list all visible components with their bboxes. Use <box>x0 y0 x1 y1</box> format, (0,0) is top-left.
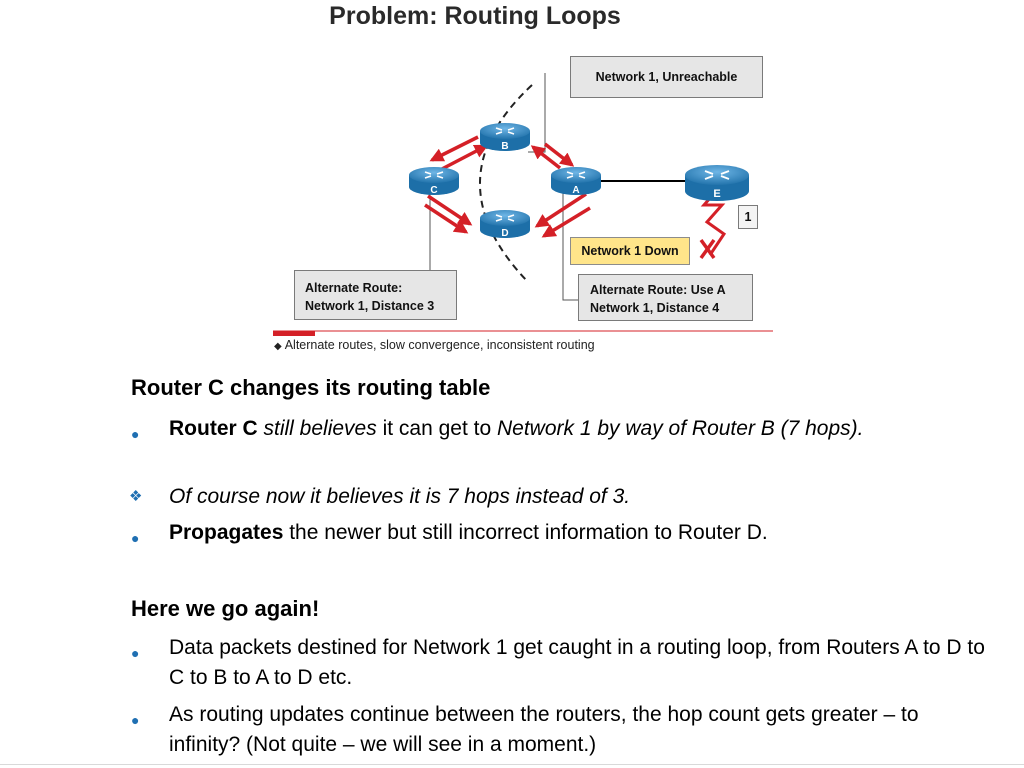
router-label-b: B <box>501 141 508 152</box>
network-diagram: B C A D E <box>273 73 773 336</box>
failed-link <box>700 189 727 256</box>
section2-bullet1: Data packets destined for Network 1 get … <box>169 636 985 689</box>
hop-count-box: 1 <box>738 205 758 229</box>
callout-network-down: Network 1 Down <box>570 237 690 265</box>
caption-diamond-icon: ◆ <box>274 341 282 352</box>
slide-title: Problem: Routing Loops <box>0 0 1024 34</box>
s1b2-bold: Propagates <box>169 521 284 544</box>
section2-heading: Here we go again! <box>131 596 320 621</box>
bullet-dot-icon: ● <box>131 645 140 661</box>
diamond-bullet-icon: ❖ <box>129 488 143 505</box>
section2-bullet2: As routing updates continue between the … <box>169 703 919 756</box>
diagram-caption: ◆Alternate routes, slow convergence, inc… <box>274 338 595 352</box>
router-label-c: C <box>430 185 437 196</box>
section1-sub: Of course now it believes it is 7 hops i… <box>169 482 989 512</box>
s1b1-plain: it can get to <box>382 417 492 440</box>
alt-a-line1: Alternate Route: Use A <box>590 283 726 297</box>
rule-accent <box>273 331 315 336</box>
slide-title-text: Problem: Routing Loops <box>329 2 621 30</box>
section1-heading: Router C changes its routing table <box>131 375 491 400</box>
alt-a-line2: Network 1, Distance 4 <box>590 301 720 315</box>
router-d: D <box>480 210 530 239</box>
router-label-a: A <box>572 185 579 196</box>
s1b1-italic2: Network 1 by way of Router B (7 hops). <box>497 417 864 440</box>
bullet-dot-icon: ● <box>131 426 140 442</box>
x-mark <box>699 238 716 260</box>
caption-text: Alternate routes, slow convergence, inco… <box>284 338 595 352</box>
s1b1-italic1: still believes <box>263 417 377 440</box>
callout-network-down-text: Network 1 Down <box>581 244 679 258</box>
router-b: B <box>480 123 530 152</box>
convergence-arc <box>479 84 533 283</box>
router-a: A <box>551 167 601 196</box>
hop-count-text: 1 <box>744 210 752 224</box>
callout-alternate-route-c: Alternate Route: Network 1, Distance 3 <box>294 270 457 320</box>
bullet-dot-icon: ● <box>131 530 140 546</box>
update-arrows <box>424 135 591 238</box>
callout-unreachable: Network 1, Unreachable <box>570 56 763 98</box>
section1-bullet1: Router C still believes it can get to Ne… <box>169 414 989 444</box>
callout-unreachable-text: Network 1, Unreachable <box>595 70 738 84</box>
router-label-d: D <box>501 228 508 239</box>
alt-c-line1: Alternate Route: <box>305 281 403 295</box>
bullet-dot-icon: ● <box>131 712 140 728</box>
footer-line <box>0 764 1024 765</box>
router-label-e: E <box>713 188 720 200</box>
router-e: E <box>685 165 749 201</box>
s1b1-bold: Router C <box>169 417 258 440</box>
section1-bullet2: Propagates the newer but still incorrect… <box>169 518 989 548</box>
callout-alternate-route-a: Alternate Route: Use A Network 1, Distan… <box>578 274 753 321</box>
s1b2-plain: the newer but still incorrect informatio… <box>289 521 768 544</box>
alt-c-line2: Network 1, Distance 3 <box>305 299 435 313</box>
router-c: C <box>409 167 459 196</box>
s1-sub-text: Of course now it believes it is 7 hops i… <box>169 485 631 508</box>
